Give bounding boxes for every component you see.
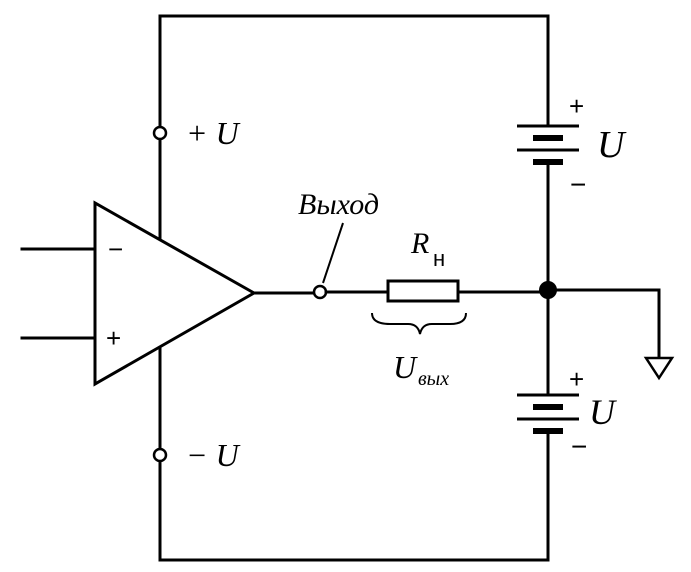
bottom-battery-voltage: U xyxy=(589,392,617,432)
bottom-battery xyxy=(517,393,579,434)
output-label: Выход xyxy=(298,188,379,221)
resistor-label: R xyxy=(410,227,429,260)
top-battery-plus: + xyxy=(569,91,584,121)
opamp-triangle xyxy=(93,200,258,387)
top-battery-minus: − xyxy=(570,169,586,200)
positive-supply-terminal xyxy=(152,125,168,141)
opamp-minus-sign: − xyxy=(108,234,123,264)
top-battery-voltage: U xyxy=(597,124,627,166)
output-label-leader xyxy=(322,222,344,284)
bottom-battery-plus: + xyxy=(569,364,584,394)
ground-icon xyxy=(643,356,675,381)
negative-supply-label: − U xyxy=(186,437,241,473)
bottom-battery-minus: − xyxy=(571,431,587,462)
load-resistor xyxy=(386,279,460,303)
output-terminal xyxy=(312,284,328,300)
top-battery xyxy=(517,124,579,165)
resistor-subscript: н xyxy=(433,246,445,271)
negative-supply-terminal xyxy=(152,447,168,463)
ground-wire xyxy=(546,288,661,360)
positive-supply-label: + U xyxy=(186,115,241,151)
voltage-brace xyxy=(371,312,467,335)
output-voltage-label: U xyxy=(393,349,418,385)
opamp-plus-sign: + xyxy=(106,323,121,353)
output-voltage-subscript: вых xyxy=(418,368,449,390)
